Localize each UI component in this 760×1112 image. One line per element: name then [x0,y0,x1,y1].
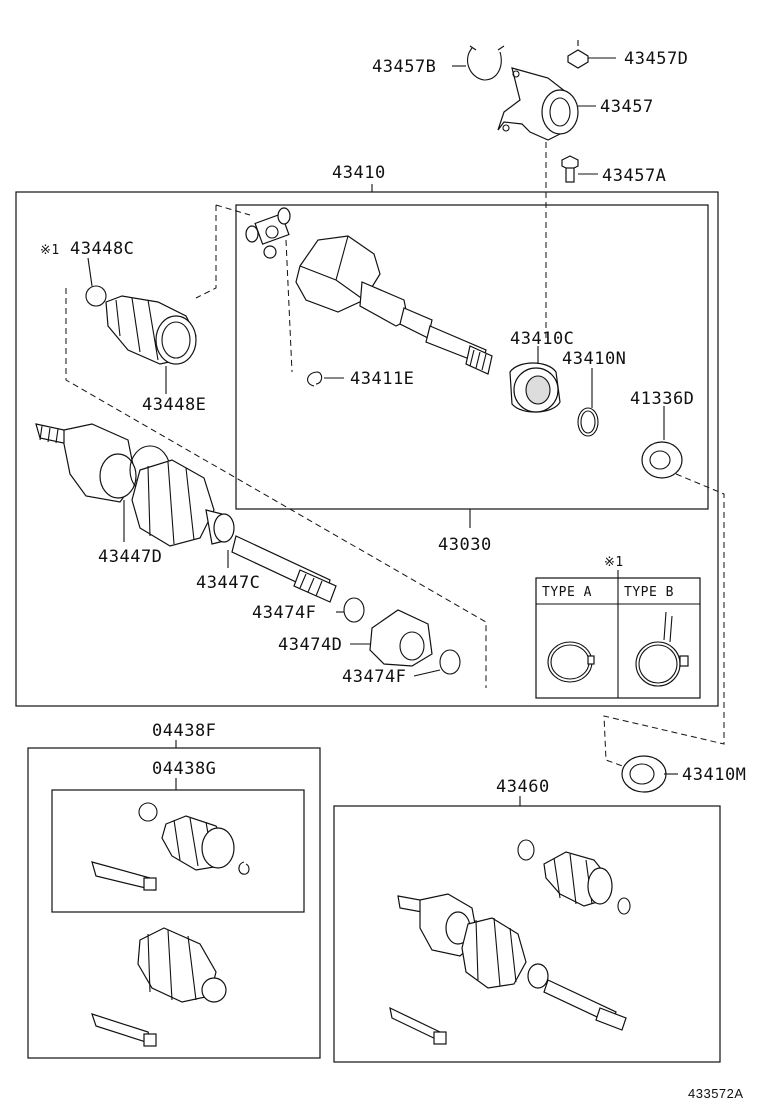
boot-43448e [105,295,197,365]
clamp-43448c [85,285,107,307]
label-43457b: 43457B [372,57,436,77]
label-43410n: 43410N [562,349,626,369]
snap-ring-43410n [577,407,599,437]
clamp-43474f-lower [439,649,461,675]
type-b-label: TYPE B [624,585,674,600]
snap-ring-43457b [467,45,505,81]
label-04438f: 04438F [152,721,216,741]
label-41336d: 41336D [630,389,694,409]
label-43447c: 43447C [196,573,260,593]
assembly-box-43410 [15,191,719,707]
label-43457: 43457 [600,97,654,117]
outer-cv-joint [35,423,235,547]
boot-kit-box-04438f [27,747,321,1059]
assy-boot [517,839,631,915]
label-43457d: 43457D [624,49,688,69]
bearing-43410c [509,362,561,413]
clamp-43474f-upper [343,597,365,623]
assembly-box-43460 [333,805,721,1063]
seal-41336d [641,441,683,479]
label-43448c: 43448C [70,239,134,259]
bearing-bracket-43457 [497,67,579,141]
dynamic-damper-43474d [369,609,433,667]
label-43410m: 43410M [682,765,746,785]
assembly-box-43030 [235,204,709,510]
label-43474f-upper: 43474F [252,603,316,623]
clip-43411e [307,371,323,387]
label-04438g: 04438G [152,759,216,779]
label-43410c: 43410C [510,329,574,349]
tripod-joint [245,207,291,259]
kit-g-boot [91,802,250,891]
label-43457a: 43457A [602,166,666,186]
label-43030: 43030 [438,535,492,555]
figure-id: 433572A [688,1086,744,1101]
assy-grease-tube [389,1006,447,1045]
label-43460: 43460 [496,777,550,797]
kit-f-boot [91,927,227,1047]
label-43448e: 43448E [142,395,206,415]
label-43447d: 43447D [98,547,162,567]
note-mark-43448c: ※1 [40,243,60,258]
seal-43410m [621,755,667,793]
bolt-43457d [567,40,616,69]
assy-shaft [397,893,627,1031]
label-43411e: 43411E [350,369,414,389]
label-43410: 43410 [332,163,386,183]
clamp-type-b-icon [635,611,689,687]
bolt-43457a [561,155,598,183]
type-a-label: TYPE A [542,585,592,600]
boot-kit-box-04438g [51,789,305,913]
clamp-type-a-icon [547,641,595,683]
inboard-joint-housing [295,235,493,375]
label-43474d: 43474D [278,635,342,655]
note-mark-types: ※1 [604,555,624,570]
label-43474f-lower: 43474F [342,667,406,687]
drive-shaft [231,535,337,603]
